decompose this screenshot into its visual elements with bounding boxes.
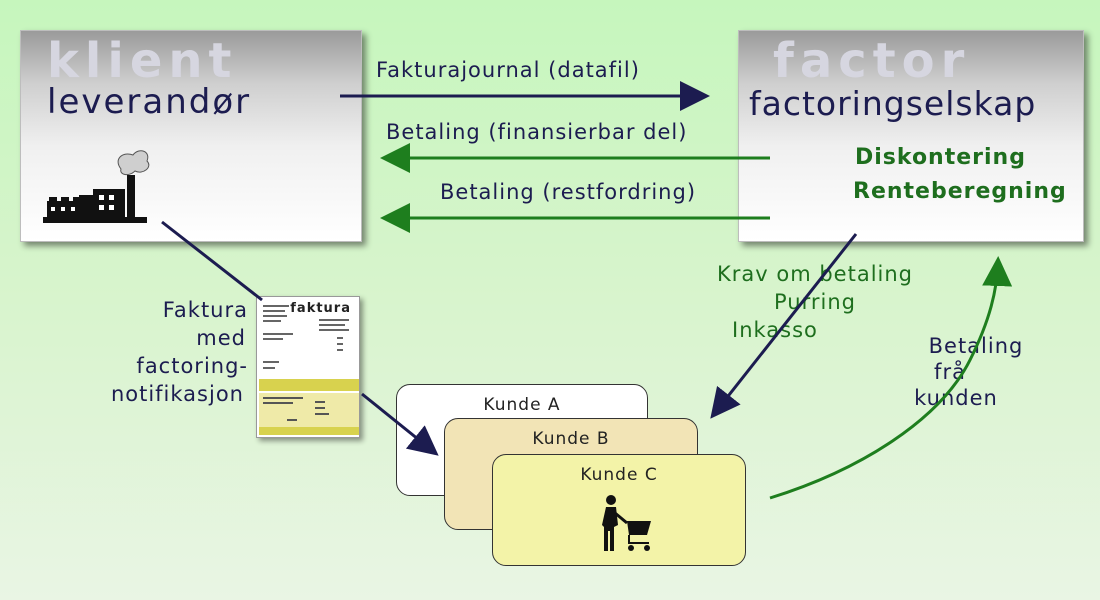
factor-title: factoringselskap	[749, 84, 1037, 123]
client-title: leverandør	[47, 82, 252, 122]
demand-label-3: Inkasso	[732, 318, 818, 342]
factor-ghost-label: factor	[773, 33, 971, 89]
customer-card-a-label: Kunde A	[483, 395, 561, 415]
customer-card-b-label: Kunde B	[532, 429, 610, 449]
payment-financeable-label: Betaling (finansierbar del)	[386, 120, 688, 144]
factor-service-discounting: Diskontering	[855, 145, 1026, 170]
demand-label-2: Purring	[774, 290, 856, 314]
customer-payment-arrow	[769, 256, 1013, 500]
invoice-doc-lines	[259, 305, 359, 435]
factor-service-interest: Renteberegning	[853, 179, 1067, 204]
client-box: klient leverandør	[20, 30, 362, 242]
client-ghost-label: klient	[47, 33, 238, 89]
invoice-journal-label: Fakturajournal (datafil)	[376, 58, 640, 82]
shopper-cart-icon	[602, 495, 651, 551]
invoice-doc-title: faktura	[290, 301, 351, 316]
customer-payment-label-3: kunden	[914, 386, 998, 410]
factor-box: factor factoringselskap Diskontering Ren…	[738, 30, 1084, 242]
customer-payment-label-2: frå	[934, 360, 966, 384]
customer-card-c-label: Kunde C	[580, 465, 658, 485]
invoice-to-customer-arrow	[361, 392, 439, 456]
invoice-note-label-2: med	[196, 326, 246, 350]
invoice-document: faktura	[256, 296, 360, 438]
payment-rest-label: Betaling (restfordring)	[440, 180, 697, 204]
invoice-note-label-3: factoring-	[136, 354, 248, 378]
demand-label-1: Krav om betaling	[716, 262, 914, 286]
customer-card-c: Kunde C	[492, 454, 746, 566]
invoice-note-label-1: Faktura	[162, 298, 248, 322]
client-to-invoice-line	[161, 220, 263, 302]
factor-to-customer-arrow	[710, 233, 858, 419]
invoice-note-label-4: notifikasjon	[110, 382, 244, 406]
factory-icon	[43, 150, 150, 223]
